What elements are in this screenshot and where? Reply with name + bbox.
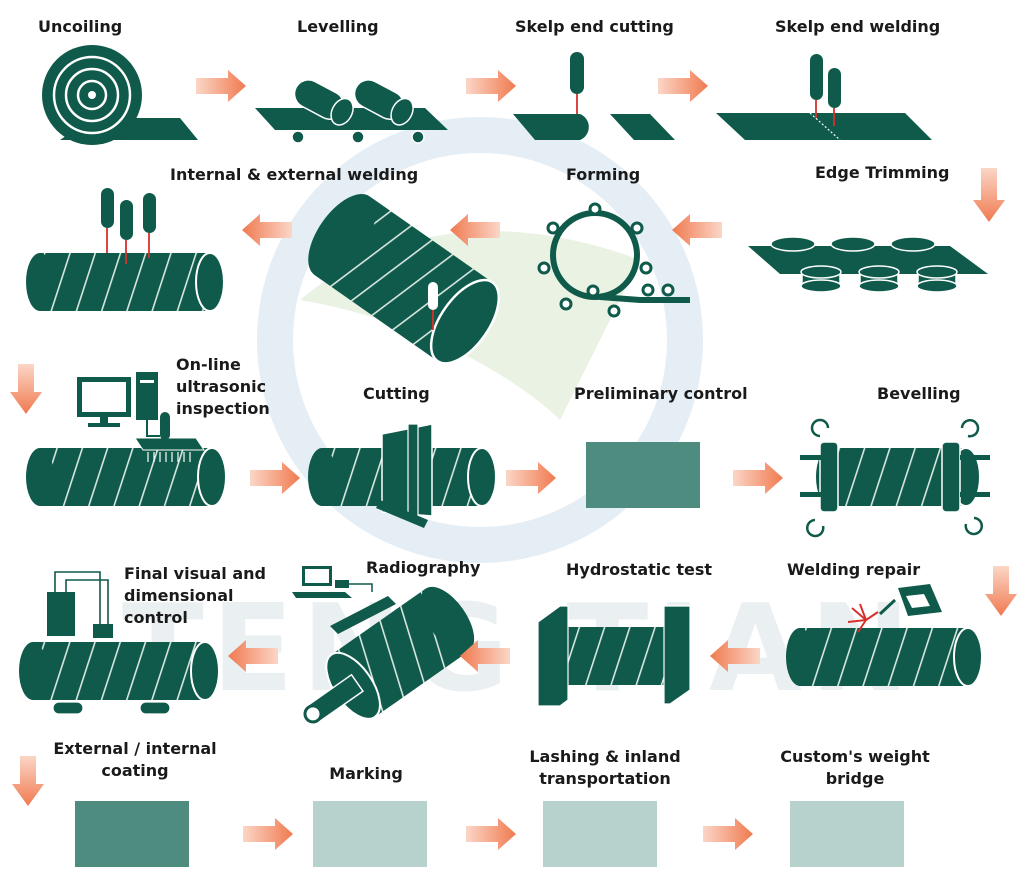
welding-repair-icon [786, 584, 983, 687]
step-online-ultrasonic-inspection: On-line ultrasonic inspection [176, 355, 270, 418]
arrow-left-icon [460, 640, 510, 672]
arrow-left-icon [450, 214, 500, 246]
hydrostatic-test-icon [537, 605, 691, 707]
internal-external-welding-pipe-icon [26, 188, 225, 312]
step-customs-weight-bridge: Custom's weight bridge [780, 747, 930, 788]
arrow-down-icon [985, 566, 1017, 616]
arrow-right-icon [658, 70, 708, 102]
skelp-cutting-icon [513, 52, 675, 140]
step-edge-trimming: Edge Trimming [815, 163, 950, 182]
arrow-right-icon [196, 70, 246, 102]
step-skelp-end-welding: Skelp end welding [775, 17, 941, 36]
step-skelp-end-cutting: Skelp end cutting [515, 17, 674, 36]
step-final-visual-dimensional-control: Final visual and dimensional control [124, 564, 266, 627]
arrow-down-icon [973, 168, 1005, 222]
arrow-down-icon [12, 756, 44, 806]
forming-pipe-icon [308, 194, 501, 365]
arrow-right-icon [506, 462, 556, 494]
step-levelling: Levelling [297, 17, 379, 36]
step-forming: Forming [566, 165, 641, 184]
final-control-pipe-icon [19, 571, 220, 715]
computer-icon [77, 372, 160, 437]
weight-bridge-box [790, 801, 904, 867]
preliminary-control-box [586, 442, 700, 508]
arrow-left-icon [242, 214, 292, 246]
step-hydrostatic-test: Hydrostatic test [566, 560, 712, 579]
marking-box [313, 801, 427, 867]
radiography-icon [292, 566, 475, 724]
step-uncoiling: Uncoiling [38, 17, 123, 36]
arrow-left-icon [228, 640, 278, 672]
cutting-pipe-icon [308, 423, 497, 528]
lashing-box [543, 801, 657, 867]
coating-box [75, 801, 189, 867]
step-lashing-inland-transportation: Lashing & inland transportation [529, 747, 681, 788]
step-bevelling: Bevelling [877, 384, 961, 403]
edge-trimming-discs-icon [748, 236, 988, 293]
arrow-right-icon [703, 818, 753, 850]
arrow-left-icon [710, 640, 760, 672]
arrow-right-icon [466, 818, 516, 850]
forming-rollers-icon [537, 202, 690, 318]
levelling-rollers-icon [255, 79, 448, 144]
step-radiography: Radiography [366, 558, 481, 577]
step-internal-external-welding: Internal & external welding [170, 165, 419, 184]
uncoiling-coil-icon [42, 45, 198, 145]
arrow-right-icon [733, 462, 783, 494]
step-marking: Marking [329, 764, 403, 783]
step-welding-repair: Welding repair [787, 560, 921, 579]
arrow-down-icon [10, 364, 42, 414]
ultrasonic-pipe-icon [26, 412, 227, 507]
step-cutting: Cutting [363, 384, 430, 403]
arrow-right-icon [250, 462, 300, 494]
arrow-left-icon [672, 214, 722, 246]
skelp-welding-icon [716, 54, 932, 141]
step-preliminary-control: Preliminary control [574, 384, 748, 403]
step-external-internal-coating: External / internal coating [53, 739, 217, 780]
bevelling-pipe-icon [800, 418, 990, 538]
arrow-right-icon [466, 70, 516, 102]
arrow-right-icon [243, 818, 293, 850]
